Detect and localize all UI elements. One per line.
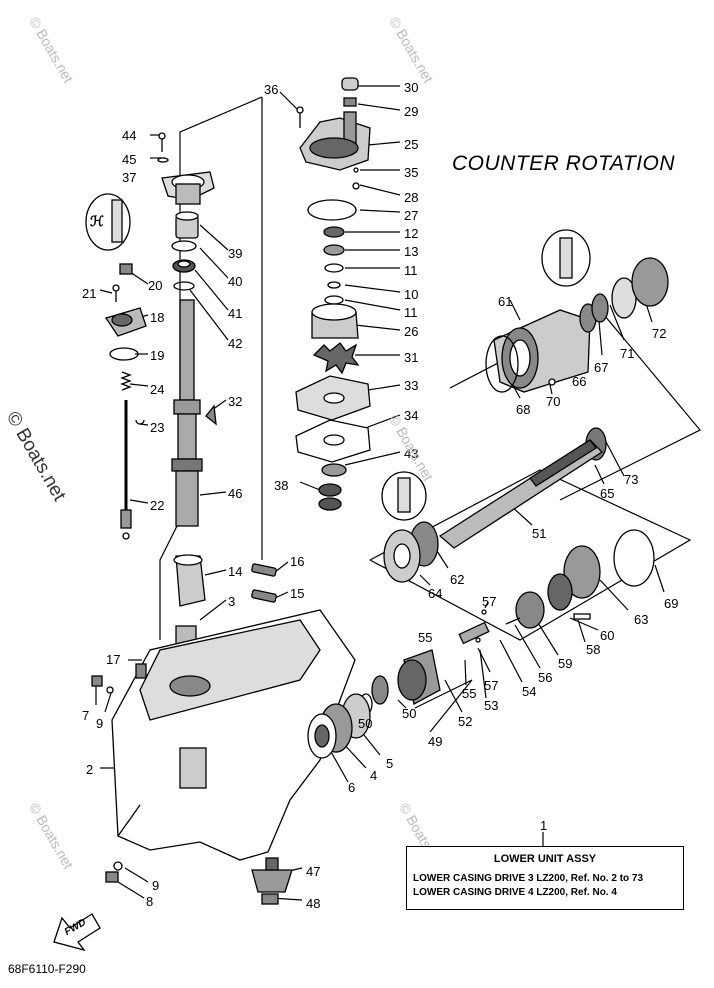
callout-14: 14	[228, 564, 243, 579]
callout-39: 39	[228, 246, 243, 261]
callout-12: 12	[404, 226, 419, 241]
callout-52: 52	[458, 714, 473, 729]
callout-72: 72	[652, 326, 667, 341]
callout-60: 60	[600, 628, 615, 643]
legend-header: LOWER UNIT ASSY	[493, 853, 597, 865]
callout-57: 57	[484, 678, 499, 693]
callout-36: 36	[264, 82, 279, 97]
callout-4: 4	[370, 768, 378, 783]
callout-55: 55	[462, 686, 477, 701]
callout-29: 29	[404, 104, 419, 119]
callout-62: 62	[450, 572, 465, 587]
callout-51: 51	[532, 526, 547, 541]
callout-69: 69	[664, 596, 679, 611]
callout-54: 54	[522, 684, 537, 699]
callout-30: 30	[404, 80, 419, 95]
diagram-title: COUNTER ROTATION	[452, 152, 676, 175]
callout-2: 2	[86, 762, 94, 777]
callout-34: 34	[404, 408, 419, 423]
callout-11: 11	[404, 305, 418, 320]
callout-64: 64	[428, 586, 443, 601]
callout-46: 46	[228, 486, 243, 501]
callout-10: 10	[404, 287, 419, 302]
callout-5: 5	[386, 756, 394, 771]
callout-6: 6	[348, 780, 356, 795]
callout-9: 9	[96, 716, 104, 731]
callout-65: 65	[600, 486, 615, 501]
callout-47: 47	[306, 864, 321, 879]
callout-55: 55	[418, 630, 433, 645]
callout-31: 31	[404, 350, 419, 365]
callout-18: 18	[150, 310, 165, 325]
callout-71: 71	[620, 346, 635, 361]
callout-73: 73	[624, 472, 639, 487]
callout-27: 27	[404, 208, 419, 223]
callout-23: 23	[150, 420, 165, 435]
callout-28: 28	[404, 190, 419, 205]
figure-code: 68F6110-F290	[8, 962, 86, 976]
callout-48: 48	[306, 896, 321, 911]
callout-57: 57	[482, 594, 497, 609]
callout-22: 22	[150, 498, 165, 513]
callout-40: 40	[228, 274, 243, 289]
callout-50: 50	[402, 706, 417, 721]
callout-11: 11	[404, 263, 418, 278]
callout-7: 7	[82, 708, 90, 723]
callout-49: 49	[428, 734, 443, 749]
callout-20: 20	[148, 278, 163, 293]
callout-1: 1	[540, 818, 548, 833]
callout-9: 9	[152, 878, 160, 893]
callout-25: 25	[404, 137, 419, 152]
callout-66: 66	[572, 374, 587, 389]
callout-37: 37	[122, 170, 137, 185]
callout-42: 42	[228, 336, 243, 351]
callout-35: 35	[404, 165, 419, 180]
callout-63: 63	[634, 612, 649, 627]
callout-19: 19	[150, 348, 165, 363]
callout-8: 8	[146, 894, 154, 909]
legend-line-2: LOWER CASING DRIVE 4 LZ200, Ref. No. 4	[413, 887, 617, 898]
callout-16: 16	[290, 554, 305, 569]
callout-68: 68	[516, 402, 531, 417]
callout-15: 15	[290, 586, 305, 601]
svg-text:ℋ: ℋ	[90, 213, 104, 229]
callout-21: 21	[82, 286, 97, 301]
callout-32: 32	[228, 394, 243, 409]
callout-70: 70	[546, 394, 561, 409]
legend-line-1: LOWER CASING DRIVE 3 LZ200, Ref. No. 2 t…	[413, 873, 644, 884]
callout-13: 13	[404, 244, 419, 259]
callout-45: 45	[122, 152, 137, 167]
callout-43: 43	[404, 446, 419, 461]
callout-58: 58	[586, 642, 601, 657]
lower-unit-legend-box: LOWER UNIT ASSY LOWER CASING DRIVE 3 LZ2…	[406, 846, 684, 910]
callout-26: 26	[404, 324, 419, 339]
callout-53: 53	[484, 698, 499, 713]
callout-3: 3	[228, 594, 236, 609]
callout-61: 61	[498, 294, 513, 309]
callout-24: 24	[150, 382, 165, 397]
callout-56: 56	[538, 670, 553, 685]
callout-33: 33	[404, 378, 419, 393]
callout-38: 38	[274, 478, 289, 493]
callout-41: 41	[228, 306, 243, 321]
callout-59: 59	[558, 656, 573, 671]
callout-67: 67	[594, 360, 609, 375]
callout-50: 50	[358, 716, 373, 731]
callout-44: 44	[122, 128, 137, 143]
callout-17: 17	[106, 652, 121, 667]
